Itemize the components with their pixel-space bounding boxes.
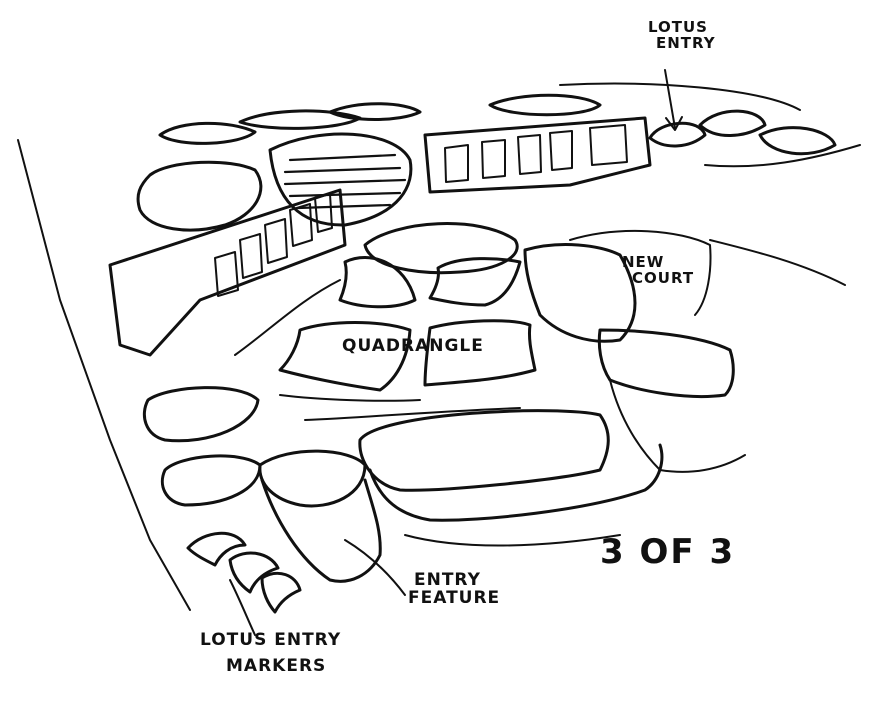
platform-base <box>368 443 664 522</box>
top-oval-2 <box>238 109 362 130</box>
arrow-head <box>665 116 683 131</box>
hatch-lines <box>283 153 407 210</box>
entry-feature-leader <box>344 539 406 596</box>
petal-se <box>423 319 537 387</box>
top-oval-1 <box>158 121 257 145</box>
window-5 <box>314 193 333 233</box>
label-entry-feature: ENTRY FEATURE <box>408 570 501 608</box>
left-wing <box>108 188 347 357</box>
top-right-oval-3 <box>698 109 767 137</box>
top-oval-3 <box>328 102 422 121</box>
right-pavilion <box>523 243 637 343</box>
petal-nw <box>338 256 417 309</box>
curved-path-3 <box>304 407 521 421</box>
lotus-entry-arrow <box>664 69 676 129</box>
label-quadrangle: QUADRANGLE <box>342 336 484 356</box>
oval-left-1 <box>142 386 260 443</box>
lotus-marker-2 <box>228 551 280 594</box>
label-line: LOTUS <box>648 18 708 36</box>
entry-feature-body <box>260 478 382 583</box>
label-line: MARKERS <box>226 655 327 676</box>
sheet-number: 3 OF 3 <box>600 532 736 572</box>
top-right-oval-2 <box>648 121 707 148</box>
top-window-3 <box>517 134 542 175</box>
main-platform <box>358 409 610 492</box>
label-line: ENTRY <box>414 570 481 590</box>
entry-feature-top <box>258 449 367 508</box>
right-road <box>704 144 861 168</box>
sheet-number-text: 3 OF 3 <box>600 532 736 572</box>
label-quadrangle-text: QUADRANGLE <box>342 336 484 356</box>
curved-path-2 <box>279 394 421 402</box>
central-mound <box>363 222 519 275</box>
lotus-entry-road <box>559 82 801 111</box>
label-lotus-entry-markers: LOTUS ENTRY MARKERS <box>200 630 342 676</box>
petal-sw <box>278 321 412 392</box>
site-edge-line <box>17 139 191 611</box>
lotus-marker-3 <box>260 571 302 614</box>
label-lotus-entry-top: LOTUS ENTRY <box>648 18 716 52</box>
right-pavilion-2 <box>597 328 735 398</box>
label-line: FEATURE <box>408 587 501 608</box>
top-window-4 <box>549 130 573 171</box>
lotus-marker-1 <box>186 531 247 567</box>
platform-step <box>404 534 621 547</box>
top-window-5 <box>589 124 628 166</box>
label-line: COURT <box>632 268 695 287</box>
new-court-outline <box>569 229 712 316</box>
label-line: LOTUS ENTRY <box>200 630 342 650</box>
top-right-oval-1 <box>488 93 602 117</box>
right-road-2 <box>709 239 846 286</box>
window-1 <box>214 251 239 297</box>
top-right-oval-4 <box>758 126 837 156</box>
lotus-marker-stem <box>229 579 256 636</box>
window-4 <box>289 203 313 247</box>
left-blob <box>136 160 263 232</box>
curved-path-1 <box>234 279 341 356</box>
oval-left-2 <box>160 454 262 507</box>
label-line: ENTRY <box>656 33 716 52</box>
petal-ne <box>428 257 522 307</box>
label-line: NEW <box>622 253 665 271</box>
window-3 <box>264 218 288 264</box>
window-2 <box>239 233 263 279</box>
top-window-2 <box>481 139 506 179</box>
top-wing <box>423 116 652 194</box>
top-window-1 <box>444 144 469 183</box>
label-new-court: NEW COURT <box>622 253 695 287</box>
